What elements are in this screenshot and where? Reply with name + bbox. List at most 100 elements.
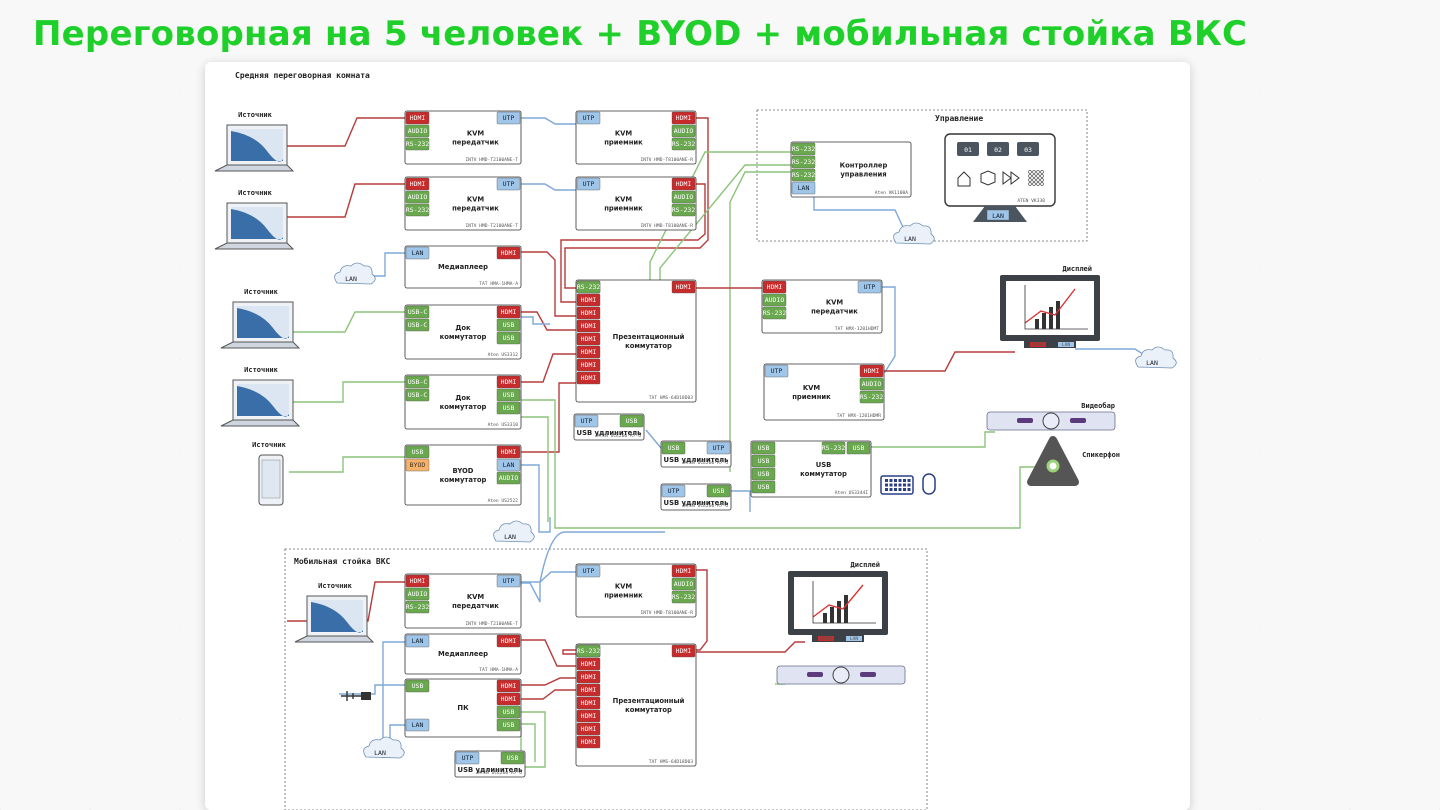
device-name: USB удлинитель: [664, 456, 729, 464]
cable: [521, 723, 536, 762]
port-lan: [405, 246, 430, 260]
port-label: USB: [503, 404, 515, 412]
device-box: [404, 573, 522, 629]
port-hdmi: [576, 319, 601, 333]
port-label: HDMI: [581, 322, 597, 330]
cable: [521, 571, 576, 583]
touch-panel-button: [1017, 142, 1039, 156]
port-usb: [496, 401, 521, 415]
source-s6-laptop: Источник: [294, 582, 375, 643]
port-label: UTP: [503, 577, 515, 585]
device-model: ATEN UCE260-A7-G: [478, 770, 522, 776]
display-port-label: LAN: [850, 636, 859, 642]
port-label: HDMI: [581, 686, 597, 694]
port-label: USB: [758, 457, 770, 465]
port-lan: [496, 458, 521, 472]
display-port: [1030, 342, 1046, 347]
grid-icon: [1028, 170, 1044, 186]
port-label: HDMI: [676, 567, 692, 575]
port-label: RS-232: [577, 647, 601, 655]
port-hdmi: [576, 332, 601, 346]
cable: [289, 311, 405, 333]
cable: [521, 464, 551, 533]
port-hdmi: [496, 246, 521, 260]
port-usb: [405, 679, 430, 693]
touch-panel-button: [987, 142, 1009, 156]
port-label: HDMI: [501, 682, 517, 690]
port-label: RS-232: [406, 140, 430, 148]
port-label: RS-232: [860, 393, 884, 401]
port-label: USB: [758, 483, 770, 491]
port-usb: [846, 441, 871, 455]
port-utp: [576, 111, 601, 125]
cable: [521, 416, 549, 522]
device-box: [575, 563, 697, 618]
lan-cloud-icon: LAN: [334, 262, 376, 285]
port-lan: [405, 718, 430, 732]
page-title: Переговорная на 5 человек + BYOD + мобил…: [33, 14, 1248, 54]
keyboard-mouse-icon: [880, 473, 936, 495]
port-label: AUDIO: [862, 380, 882, 388]
port-label: RS-232: [792, 171, 816, 179]
touch-panel-button-label: 02: [994, 146, 1002, 154]
port-utp: [455, 751, 480, 765]
port-label: USB-C: [408, 308, 428, 316]
port-audio: [762, 293, 787, 307]
device-ps1[interactable]: HDMIHDMIHDMIHDMIHDMIHDMIHDMIHDMIRS-232HD…: [575, 279, 697, 403]
port-hdmi: [671, 564, 696, 578]
device-model: Aten US3344I: [835, 490, 868, 496]
port-hdmi: [671, 644, 696, 658]
display1-label: Дисплей: [1062, 265, 1092, 273]
zone-mobile: [284, 548, 928, 810]
source-label: Источник: [318, 582, 353, 590]
cable: [521, 353, 576, 383]
port-hdmi: [576, 345, 601, 359]
cable: [521, 677, 576, 686]
cable: [560, 183, 706, 303]
port-label: USB: [412, 448, 424, 456]
port-label: HDMI: [501, 308, 517, 316]
connection-diagram: Средняя переговорная комнатаУправлениеМо…: [214, 71, 1177, 810]
port-label: UTP: [581, 417, 593, 425]
port-hdmi: [496, 634, 521, 648]
device-ps2[interactable]: HDMIHDMIHDMIHDMIHDMIHDMIHDMIHDMIRS-232HD…: [575, 643, 697, 767]
lan-cloud-label: LAN: [1146, 359, 1158, 367]
touch-panel-model: ATEN VK330: [1017, 198, 1045, 204]
cable: [564, 117, 709, 289]
videobar1: Видеобар: [986, 402, 1116, 431]
source-label: Источник: [238, 111, 273, 119]
device-name: USB удлинитель: [664, 499, 729, 507]
cable: [521, 183, 576, 191]
device-box: [575, 279, 697, 403]
zone-label-main: Средняя переговорная комната: [235, 71, 370, 80]
port-utp: [574, 414, 599, 428]
port-rs-232: [821, 441, 846, 455]
port-audio: [859, 377, 884, 391]
port-label: LAN: [503, 461, 515, 469]
port-hdmi: [576, 371, 601, 385]
cable: [729, 171, 791, 472]
display-port: [818, 636, 834, 641]
